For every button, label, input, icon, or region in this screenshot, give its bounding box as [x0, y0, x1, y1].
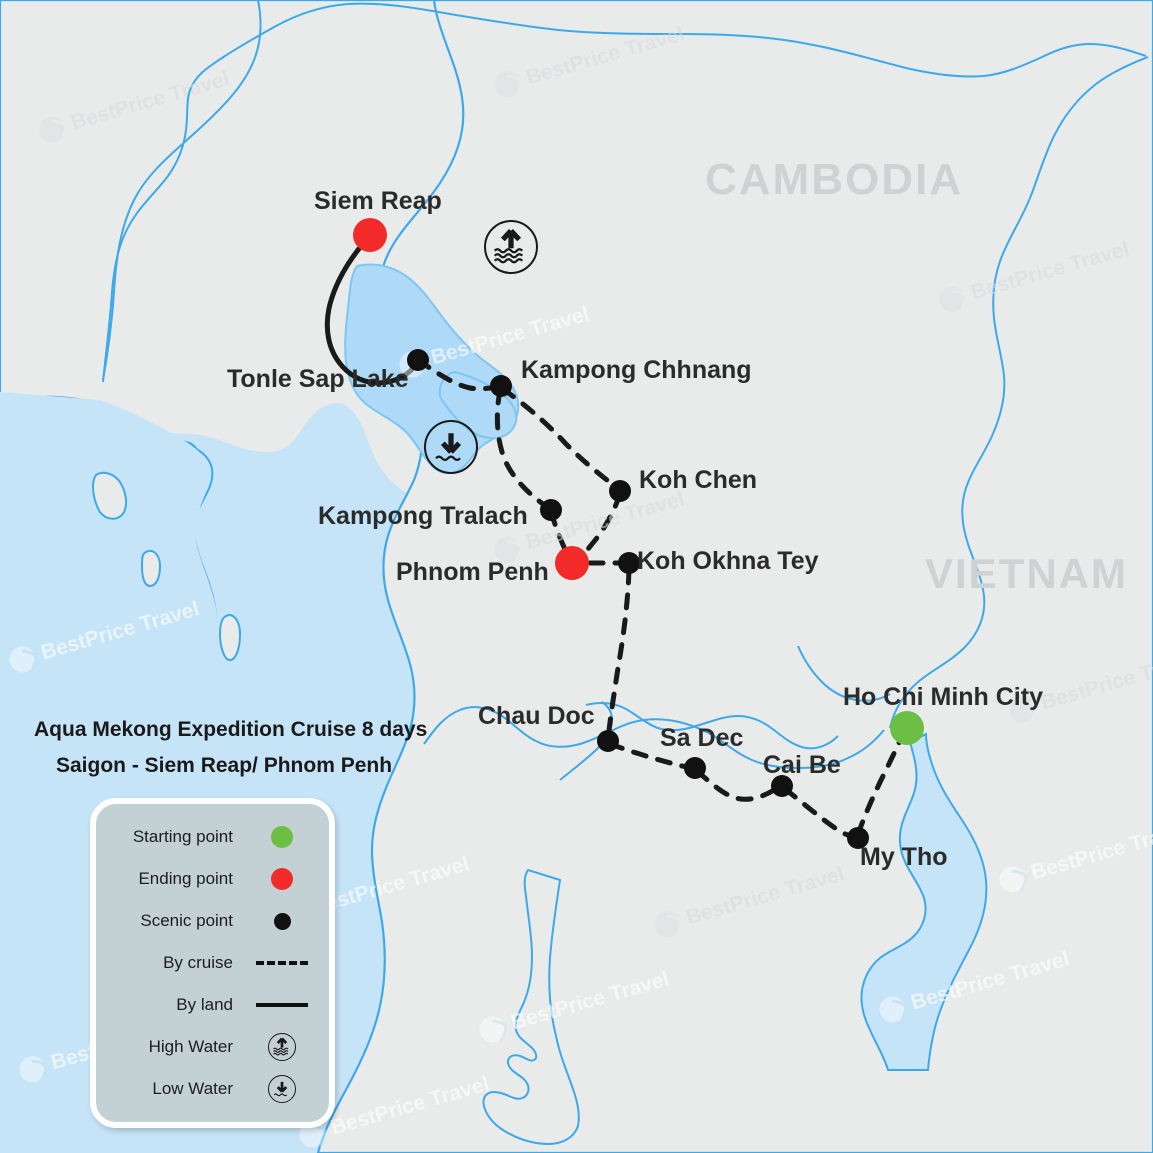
legend-row-ending-point: Ending point	[106, 858, 313, 900]
legend-mark-low-water	[251, 1068, 313, 1110]
map-point-kampong-tralach[interactable]	[540, 499, 562, 521]
map-point-my-tho[interactable]	[847, 827, 869, 849]
map-point-cai-be[interactable]	[771, 775, 793, 797]
low-water-icon	[268, 1075, 296, 1103]
city-label-cai-be: Cai Be	[763, 751, 841, 779]
map-point-ho-chi-minh-city[interactable]	[890, 711, 924, 745]
legend-row-by-land: By land	[106, 984, 313, 1026]
low-water-badge	[424, 420, 478, 474]
legend-row-scenic-point: Scenic point	[106, 900, 313, 942]
legend-label-scenic-point: Scenic point	[140, 911, 233, 930]
legend-label-ending-point: Ending point	[138, 869, 233, 888]
legend-mark-starting-point	[251, 816, 313, 858]
legend-swatch-cruise-line	[256, 961, 308, 965]
route-kohokhnatey-to-chaudoc	[605, 567, 632, 742]
city-label-ho-chi-minh-city: Ho Chi Minh City	[843, 683, 1043, 711]
city-label-siem-reap: Siem Reap	[314, 187, 442, 215]
route-by-land-path	[324, 242, 421, 386]
legend-mark-scenic-point	[251, 900, 313, 942]
camau-peninsula-path	[482, 868, 580, 1146]
legend-mark-high-water	[251, 1026, 313, 1068]
legend-mark-ending-point	[251, 858, 313, 900]
city-label-sa-dec: Sa Dec	[660, 724, 744, 752]
delta-river-branch-2	[797, 645, 891, 702]
northern-border-path	[102, 0, 262, 381]
legend-label-high-water: High Water	[148, 1037, 233, 1056]
map-point-kampong-chhnang[interactable]	[490, 375, 512, 397]
map-point-koh-chen[interactable]	[609, 480, 631, 502]
legend-label-by-cruise: By cruise	[163, 953, 233, 972]
map-title-line-2: Saigon - Siem Reap/ Phnom Penh	[56, 754, 393, 777]
map-point-chau-doc[interactable]	[597, 730, 619, 752]
legend-row-low-water: Low Water	[106, 1068, 313, 1110]
map-point-sa-dec[interactable]	[684, 757, 706, 779]
map-point-siem-reap[interactable]	[353, 218, 387, 252]
legend-row-by-cruise: By cruise	[106, 942, 313, 984]
legend-row-starting-point: Starting point	[106, 816, 313, 858]
legend-mark-by-cruise	[251, 942, 313, 984]
city-label-kampong-chhnang: Kampong Chhnang	[521, 356, 752, 384]
legend-label-starting-point: Starting point	[132, 827, 233, 846]
legend-label-by-land: By land	[176, 995, 233, 1014]
map-point-koh-okhna-tey[interactable]	[618, 552, 640, 574]
city-label-tonle-sap-lake: Tonle Sap Lake	[227, 365, 409, 393]
route-sadec-to-caibe	[694, 768, 785, 802]
island-2	[140, 550, 162, 588]
legend-swatch-end-point	[271, 868, 293, 890]
legend-swatch-start-point	[271, 826, 293, 848]
cambodia-north-border	[102, 2, 1147, 383]
legend-mark-by-land	[251, 984, 313, 1026]
legend-row-high-water: High Water	[106, 1026, 313, 1068]
legend-label-low-water: Low Water	[152, 1079, 233, 1098]
city-label-phnom-penh: Phnom Penh	[396, 558, 549, 586]
vietnam-east-coast-path	[889, 56, 1149, 729]
map-title-line-1: Aqua Mekong Expedition Cruise 8 days	[34, 718, 428, 741]
island-1	[92, 471, 128, 520]
legend-swatch-scenic-point	[273, 912, 291, 930]
map-point-phnom-penh[interactable]	[555, 546, 589, 580]
route-kampongchhnang-to-kohchen	[500, 386, 623, 493]
high-water-badge	[484, 220, 538, 274]
city-label-koh-okhna-tey: Koh Okhna Tey	[637, 547, 819, 575]
legend-swatch-land-line	[256, 1003, 308, 1007]
city-label-chau-doc: Chau Doc	[478, 702, 595, 730]
delta-rivers-path	[585, 702, 839, 750]
saigon-rivermouth-path	[860, 732, 988, 1071]
city-label-koh-chen: Koh Chen	[639, 466, 758, 494]
island-3	[218, 614, 242, 662]
map-point-tonle-sap-lake[interactable]	[407, 349, 429, 371]
city-label-kampong-tralach: Kampong Tralach	[318, 502, 528, 530]
city-label-my-tho: My Tho	[860, 843, 948, 871]
high-water-icon	[268, 1033, 296, 1061]
